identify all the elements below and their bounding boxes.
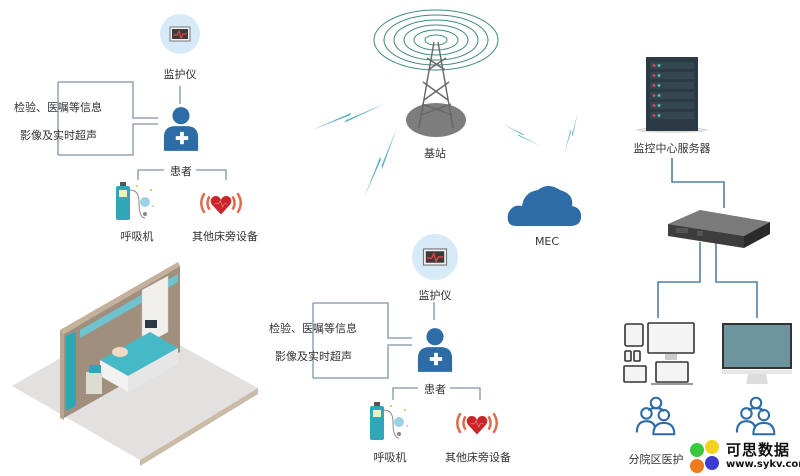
info-label-top-2: 影像及实时超声: [20, 129, 97, 142]
signal-bolt-1: [312, 104, 384, 130]
patient-label-bottom: 患者: [424, 383, 446, 396]
info-label-bottom-1: 检验、医嘱等信息: [269, 322, 357, 335]
medical-staff-group-icon-2: [735, 396, 776, 436]
patient-icon-bottom: [417, 328, 453, 372]
bedside-device-icon-top: [200, 191, 242, 216]
ventilator-icon-bottom: [369, 401, 409, 441]
signal-bolt-3: [501, 113, 541, 156]
patient-label-top: 患者: [170, 165, 192, 178]
bottom-group-connectors: [312, 302, 481, 400]
bedside-device-icon-bottom: [456, 411, 498, 436]
patient-icon-top: [163, 107, 199, 151]
monitor-icon-bottom: [412, 234, 458, 280]
icu-room-illustration: [12, 262, 258, 466]
base-station-icon: [373, 9, 499, 137]
ventilator-icon-top: [115, 181, 155, 221]
branch-staff-label: 分院区医护: [628, 453, 684, 466]
info-label-bottom-2: 影像及实时超声: [275, 350, 352, 363]
ventilator-label-bottom: 呼吸机: [373, 451, 407, 464]
network-switch-icon: [668, 210, 770, 248]
bedside-label-top: 其他床旁设备: [192, 230, 258, 243]
watermark-url: www.sykv.com: [726, 459, 800, 470]
watermark-title: 可思数据: [726, 441, 791, 459]
signal-bolt-2: [346, 127, 416, 197]
multi-device-terminals-icon: [623, 322, 695, 385]
monitor-label-top: 监护仪: [163, 68, 197, 81]
watermark: 可思数据 www.sykv.com: [688, 438, 800, 476]
bedside-label-bottom: 其他床旁设备: [445, 451, 511, 464]
desktop-monitor-icon: [722, 323, 792, 384]
mec-cloud-icon: [507, 186, 582, 226]
monitor-label-bottom: 监护仪: [418, 289, 452, 302]
watermark-logo-icon: [690, 440, 719, 473]
signal-bolt-4: [552, 111, 591, 155]
network-connectors: [657, 158, 758, 318]
monitor-icon-top: [160, 14, 200, 54]
ventilator-label-top: 呼吸机: [120, 230, 154, 243]
server-label: 监控中心服务器: [633, 142, 711, 155]
medical-staff-group-icon-1: [635, 396, 676, 436]
server-icon: [636, 57, 708, 133]
top-group-connectors: [57, 81, 227, 180]
base-station-label: 基站: [424, 147, 446, 160]
mec-label: MEC: [534, 235, 560, 248]
info-label-top-1: 检验、医嘱等信息: [14, 101, 102, 114]
